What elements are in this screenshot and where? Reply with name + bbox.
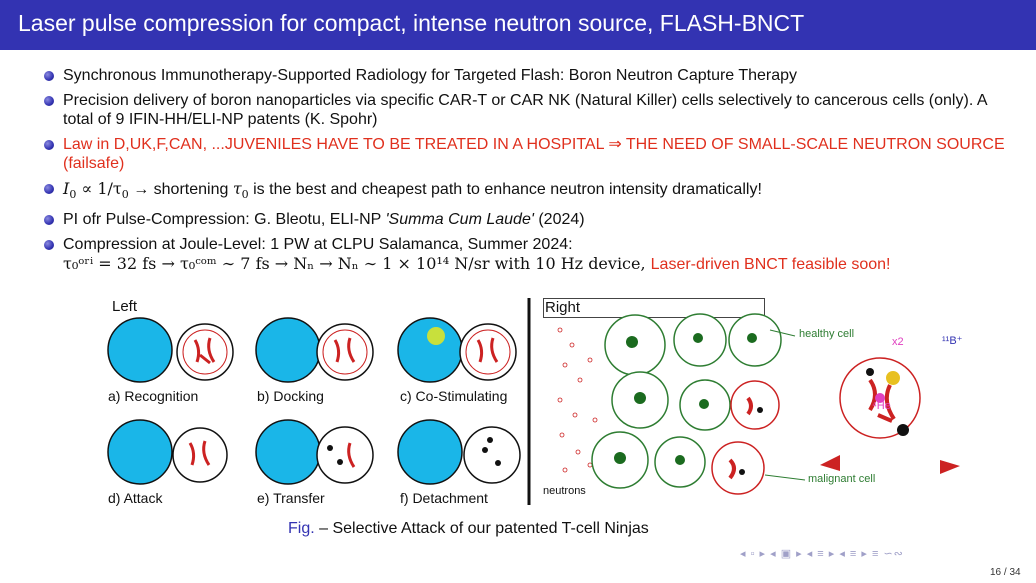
bullet-3-text: Law in D,UK,F,CAN, ...JUVENILES HAVE TO … [63, 136, 1005, 172]
x2-label: x2 [892, 336, 904, 348]
neutrons-label: neutrons [543, 485, 586, 497]
boron-dots [739, 368, 909, 475]
bullet-2: Precision delivery of boron nanoparticle… [44, 91, 1019, 129]
bullet-1-text: Synchronous Immunotherapy-Supported Radi… [63, 67, 798, 84]
proportional-expr: ∝ 1/τ [76, 179, 122, 198]
page-number: 16 / 34 [990, 567, 1021, 578]
malignant-nuclei [728, 378, 896, 480]
caption-fig: Fig. [288, 520, 315, 537]
bullet-5-post: (2024) [533, 211, 585, 229]
bullet-list: Synchronous Immunotherapy-Supported Radi… [44, 66, 1019, 280]
right-label-box [543, 298, 765, 318]
subscript: 0 [241, 188, 249, 202]
subscript: 0 [69, 188, 77, 202]
bullet-4-mid: → shortening [128, 181, 233, 198]
panel-d-label: d) Attack [108, 490, 163, 506]
malignant-pointer [764, 474, 806, 481]
panel-d-cells [107, 419, 228, 485]
bullet-6: Compression at Joule-Level: 1 PW at CLPU… [44, 235, 1019, 274]
he4-label: ⁴He [872, 400, 891, 412]
bullet-6-red: Laser-driven BNCT feasible soon! [650, 256, 891, 274]
malignant-cell-label: malignant cell [808, 473, 876, 485]
right-label: Right [545, 299, 581, 316]
lithium-icon [886, 371, 900, 385]
title-bar: Laser pulse compression for compact, int… [0, 0, 1036, 50]
healthy-cell-label: healthy cell [799, 328, 855, 340]
bullet-4-rest: is the best and cheapest path to enhance… [248, 181, 762, 198]
bullet-3: Law in D,UK,F,CAN, ...JUVENILES HAVE TO … [44, 135, 1019, 173]
bullet-dot-icon [44, 96, 54, 106]
bullet-dot-icon [44, 71, 54, 81]
panel-a-label: a) Recognition [108, 388, 199, 404]
left-label: Left [112, 298, 138, 315]
caption-text: – Selective Attack of our patented T-cel… [314, 520, 649, 537]
neutron-stream [557, 327, 598, 473]
bullet-dot-icon [44, 215, 54, 226]
tau-symbol: τ [232, 179, 242, 198]
healthy-nuclei [614, 333, 757, 465]
slide-title: Laser pulse compression for compact, int… [18, 10, 805, 36]
bullet-4: I0 ∝ 1/τ0 → shortening τ0 is the best an… [44, 179, 1019, 204]
intensity-symbol: I [63, 179, 70, 198]
bullet-dot-icon [44, 140, 54, 150]
bullet-dot-icon [44, 184, 54, 194]
bullet-2-text: Precision delivery of boron nanoparticle… [63, 92, 987, 128]
panel-c-cells [397, 317, 517, 383]
panel-e-label: e) Transfer [257, 490, 325, 506]
arrow-icon [940, 460, 960, 474]
panel-c-label: c) Co-Stimulating [400, 388, 508, 404]
panel-f-cells [397, 419, 521, 485]
bullet-1: Synchronous Immunotherapy-Supported Radi… [44, 66, 1019, 85]
b11-label: ¹¹B⁺ [942, 335, 963, 347]
bullet-5: PI ofr Pulse-Compression: G. Bleotu, ELI… [44, 210, 1019, 229]
healthy-pointer [769, 329, 796, 337]
arrow-icon [820, 455, 840, 471]
bullet-dot-icon [44, 240, 54, 251]
figure-caption: Fig. – Selective Attack of our patented … [288, 520, 649, 538]
bullet-6-line2: τ₀ᵒʳⁱ = 32 fs → τ₀ᶜᵒᵐ ∼ 7 fs → Nₙ → Nₙ ∼… [63, 254, 651, 274]
bullet-5-italic: 'Summa Cum Laude' [385, 211, 534, 229]
bullet-6-line1: Compression at Joule-Level: 1 PW at CLPU… [63, 236, 573, 254]
subscript: 0 [121, 188, 129, 202]
panel-b-cells [255, 317, 374, 383]
panel-f-label: f) Detachment [400, 490, 488, 506]
bullet-5-pre: PI ofr Pulse-Compression: G. Bleotu, ELI… [63, 211, 386, 229]
panel-b-label: b) Docking [257, 388, 324, 404]
panel-a-cells [107, 317, 234, 383]
helium-icon [875, 393, 885, 403]
panel-e-cells [255, 419, 374, 485]
beamer-navigation[interactable]: ◂ ▫ ▸ ◂ ▣ ▸ ◂ ≡ ▸ ◂ ≡ ▸ ≡ ∽∾ [740, 548, 904, 560]
